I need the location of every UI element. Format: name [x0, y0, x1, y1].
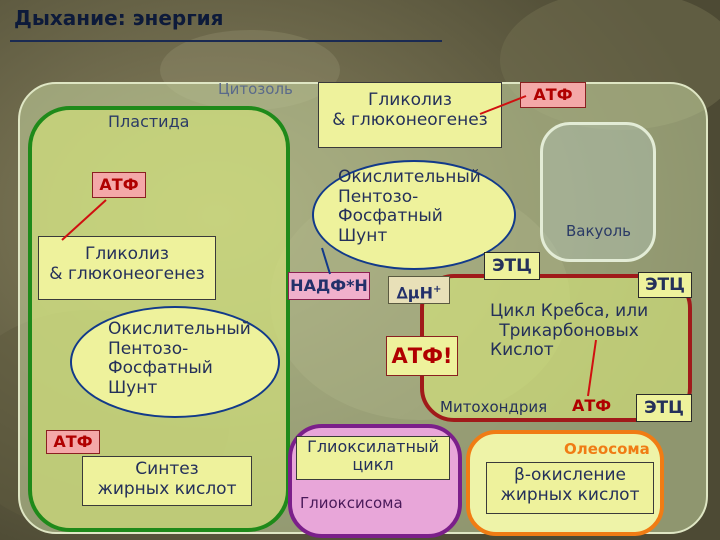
- cytosol-pentose-line1: Окислительный: [338, 167, 481, 187]
- glyoxylate-cycle-box: Глиоксилатный цикл: [296, 436, 450, 480]
- delta-mu-h-superscript: +: [432, 284, 442, 295]
- plastid-atp-top-badge: АТФ: [92, 172, 146, 198]
- cytosol-glycolysis-line2: & глюконеогенез: [332, 109, 488, 130]
- plastid-label: Пластида: [108, 112, 190, 131]
- delta-mu-h-badge: ∆μH+: [388, 276, 450, 304]
- fatty-acid-synthesis-box: Синтез жирных кислот: [82, 456, 252, 506]
- plastid-pentose-ellipse: Окислительный Пентозо- Фосфатный Шунт: [70, 306, 280, 418]
- krebs-line1: Цикл Кребса, или: [490, 301, 649, 321]
- delta-mu-h-text: ∆μH: [396, 283, 433, 303]
- nadph-badge: НАДФ*Н: [288, 272, 370, 300]
- oleosome-label: Олеосома: [564, 440, 650, 458]
- plastid-pentose-line1: Окислительный: [108, 319, 251, 339]
- fatty-acid-synthesis-line2: жирных кислот: [97, 478, 237, 499]
- beta-oxidation-line2: жирных кислот: [500, 484, 640, 505]
- plastid-pentose-line3: Фосфатный: [108, 358, 213, 379]
- cytosol-pentose-line2: Пентозо-: [338, 186, 419, 207]
- plastid-atp-bottom-badge: АТФ: [46, 430, 100, 454]
- cytosol-label: Цитозоль: [218, 80, 293, 98]
- plastid-pentose-text: Окислительный Пентозо- Фосфатный Шунт: [108, 319, 251, 398]
- vacuole-label: Вакуоль: [566, 222, 632, 240]
- cytosol-pentose-line4: Шунт: [338, 225, 388, 246]
- nadph-arrow: [321, 247, 331, 275]
- glyoxylate-line1: Глиоксилатный: [307, 437, 439, 456]
- page-title: Дыхание: энергия: [14, 6, 224, 30]
- plastid-pentose-line4: Шунт: [108, 377, 158, 398]
- beta-oxidation-box: β-окисление жирных кислот: [486, 462, 654, 514]
- cytosol-atp-arrow: [479, 95, 527, 115]
- mito-etc-bottom-box: ЭТЦ: [636, 394, 692, 422]
- vacuole-compartment: [540, 122, 656, 262]
- plastid-pentose-line2: Пентозо-: [108, 338, 189, 359]
- cytosol-glycolysis-box: Гликолиз & глюконеогенез: [318, 82, 502, 148]
- cytosol-glycolysis-line1: Гликолиз: [368, 90, 452, 110]
- cytosol-atp-badge: АТФ: [520, 82, 586, 108]
- beta-oxidation-line1: β-окисление: [514, 465, 626, 485]
- glyoxylate-line2: цикл: [352, 455, 394, 475]
- mitochondria-label: Митохондрия: [440, 398, 548, 416]
- krebs-cycle-text: Цикл Кребса, или Трикарбоновых Кислот: [490, 301, 649, 361]
- plastid-atp-arrow: [61, 199, 107, 241]
- krebs-line3: Кислот: [490, 340, 554, 361]
- plastid-glycolysis-box: Гликолиз & глюконеогенез: [38, 236, 216, 300]
- cytosol-pentose-line3: Фосфатный: [338, 206, 443, 227]
- cytosol-pentose-text: Окислительный Пентозо- Фосфатный Шунт: [338, 167, 481, 246]
- title-underline: [10, 40, 442, 42]
- plastid-glycolysis-line1: Гликолиз: [85, 244, 169, 264]
- atp-main-badge: АТФ!: [386, 336, 458, 376]
- cytosol-pentose-ellipse: Окислительный Пентозо- Фосфатный Шунт: [312, 160, 516, 270]
- fatty-acid-synthesis-line1: Синтез: [135, 459, 199, 479]
- krebs-line2: Трикарбоновых: [499, 320, 639, 341]
- mito-atp-label: АТФ: [572, 396, 612, 415]
- mito-atp-arrow: [587, 339, 597, 397]
- plastid-glycolysis-line2: & глюконеогенез: [49, 263, 205, 284]
- cytosol-etc-box: ЭТЦ: [484, 252, 540, 280]
- glyoxysome-label: Глиоксисома: [300, 494, 403, 512]
- mito-etc-top-box: ЭТЦ: [638, 272, 692, 298]
